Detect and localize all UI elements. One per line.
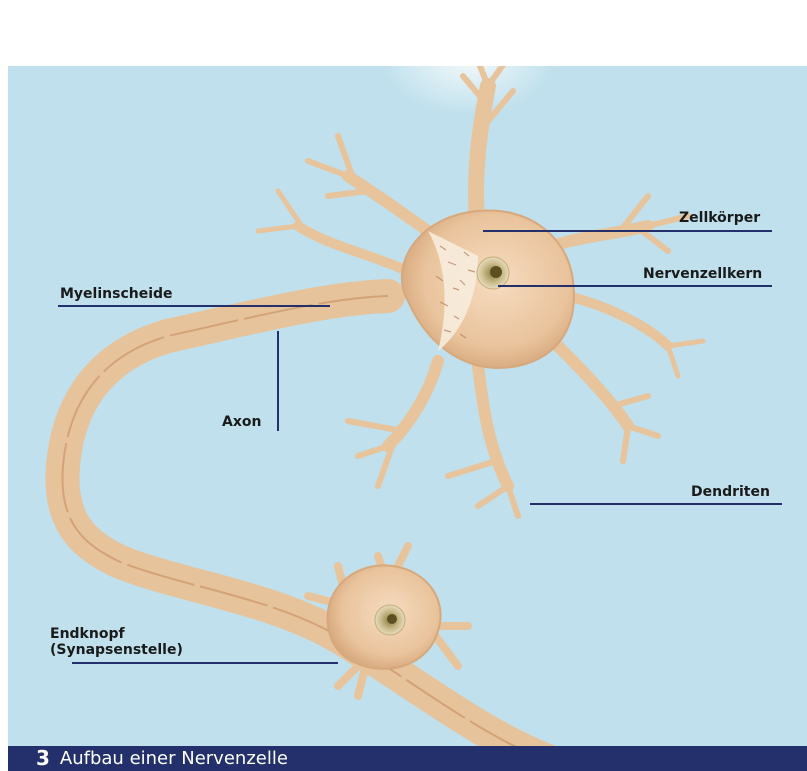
label-myelin-sheath: Myelinscheide	[60, 286, 173, 303]
label-cell-body: Zellkörper	[679, 210, 760, 227]
neuron-illustration: Zellkörper Nervenzellkern Myelinscheide …	[8, 66, 807, 771]
label-nucleus: Nervenzellkern	[643, 266, 762, 283]
label-axon: Axon	[222, 414, 261, 431]
neuron-diagram	[8, 66, 807, 771]
label-dendrites: Dendriten	[691, 484, 770, 501]
figure-caption-bar: 3 Aufbau einer Nervenzelle	[8, 746, 807, 771]
figure-caption: Aufbau einer Nervenzelle	[60, 746, 288, 771]
figure-number: 3	[36, 746, 50, 771]
label-terminal-button: Endknopf	[50, 626, 125, 643]
label-synapse-site: (Synapsenstelle)	[50, 642, 183, 659]
